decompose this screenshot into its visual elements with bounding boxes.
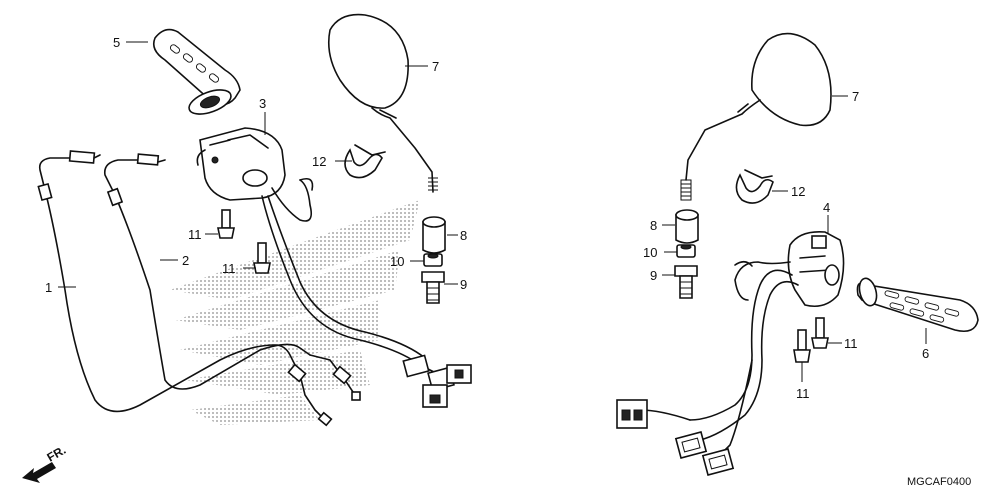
front-label: FR. [45,443,69,465]
callout-3: 3 [259,96,266,111]
right-switch-wiring [616,260,799,477]
right-callouts: 7 12 4 8 10 9 11 11 6 [643,89,929,401]
watermark-wing [170,200,420,425]
left-screw-upper [217,209,235,239]
callout-8-left: 8 [460,228,467,243]
throttle-cables [37,150,361,427]
callout-7-left: 7 [432,59,439,74]
callout-5: 5 [113,35,120,50]
left-nut [423,253,443,267]
callout-4: 4 [823,200,830,215]
callout-8-right: 8 [650,218,657,233]
callout-12-right: 12 [791,184,805,199]
left-switch-wiring [261,177,472,408]
callout-10-left: 10 [390,254,404,269]
callout-1: 1 [45,280,52,295]
right-screw-upper [811,317,829,349]
callout-11-right-a: 11 [844,336,858,351]
diagram-code: MGCAF0400 [907,476,971,488]
callout-11-right-b: 11 [796,386,810,401]
right-bolt [674,265,698,299]
callout-2: 2 [182,253,189,268]
callout-11-left-a: 11 [188,227,202,242]
right-screw-lower [793,329,811,363]
callout-9-right: 9 [650,268,657,283]
callout-6: 6 [922,346,929,361]
left-wire-band [344,144,386,179]
callout-7-right: 7 [852,89,859,104]
left-handlebar-switch [196,127,286,201]
callout-12-left: 12 [312,154,326,169]
right-wire-band [735,169,774,204]
front-direction-marker: FR. [22,443,68,483]
left-bar-end-weight [422,216,446,254]
right-bar-end-weight [675,209,699,244]
callout-11-left-b: 11 [222,261,236,276]
left-mirror [327,13,438,193]
right-nut [676,244,696,258]
left-handlebar-grip [152,28,241,115]
right-handlebar-switch [787,230,845,308]
callout-10-right: 10 [643,245,657,260]
left-callouts: 5 3 7 12 8 10 9 11 11 2 1 [45,35,467,295]
callout-9-left: 9 [460,277,467,292]
right-mirror [680,32,832,201]
right-handlebar-grip [856,277,979,333]
left-screw-lower [253,242,271,274]
left-bolt [421,271,445,304]
